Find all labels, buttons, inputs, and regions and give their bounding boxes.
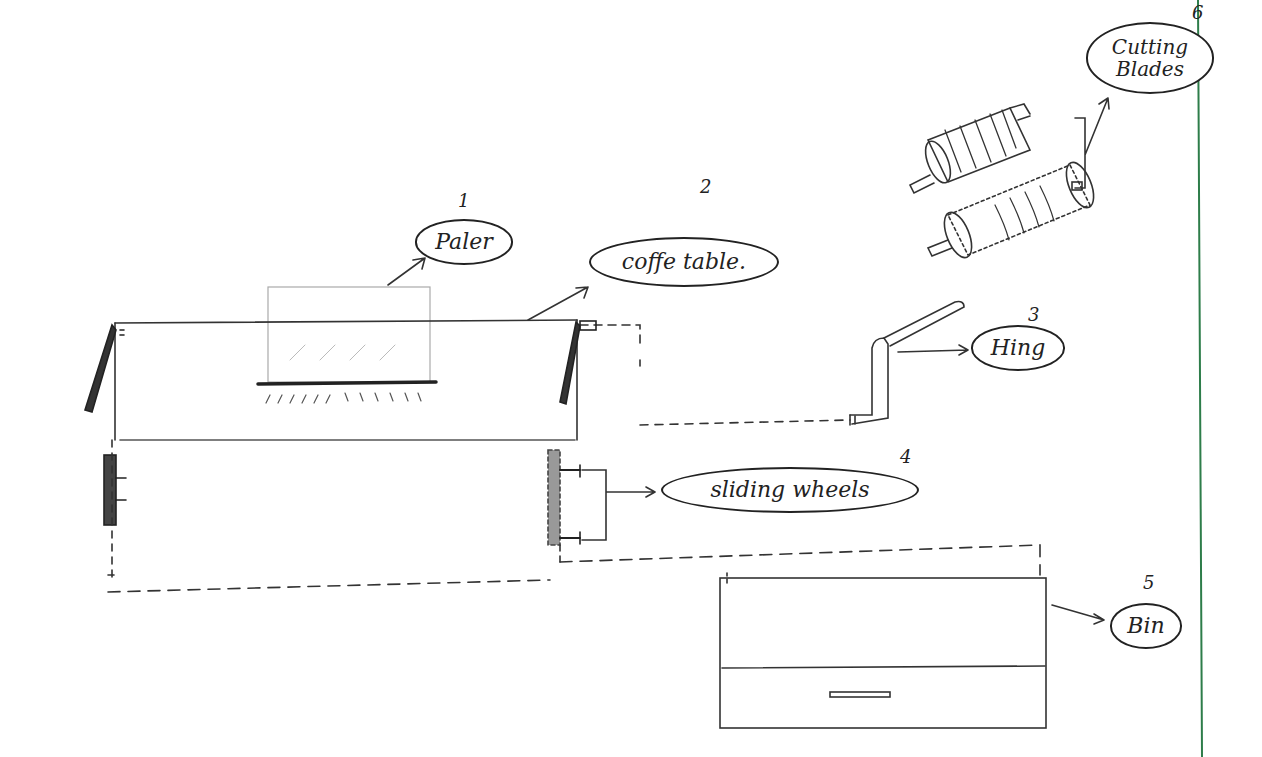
callout-oval: Cutting Blades (1086, 22, 1214, 93)
callout-number: 5 (1143, 572, 1154, 593)
callout-number: 4 (900, 446, 911, 467)
callout-oval: Paler (415, 219, 514, 264)
callout-number: 1 (458, 190, 469, 211)
callout-oval: Hing (971, 325, 1066, 370)
callout-number: 2 (700, 176, 711, 197)
part-name: sliding wheels (710, 478, 869, 502)
part-name: coffe table. (622, 250, 746, 274)
part-name: Cutting Blades (1110, 36, 1190, 80)
callout-oval: coffe table. (589, 237, 779, 287)
part-name: Bin (1127, 614, 1164, 638)
callout-oval: sliding wheels (661, 467, 919, 513)
callout-number: 6 (1192, 2, 1203, 23)
callout-oval: Bin (1110, 603, 1183, 648)
part-name: Hing (991, 336, 1045, 360)
part-name: Paler (435, 230, 493, 254)
callout-number: 3 (1028, 304, 1039, 325)
